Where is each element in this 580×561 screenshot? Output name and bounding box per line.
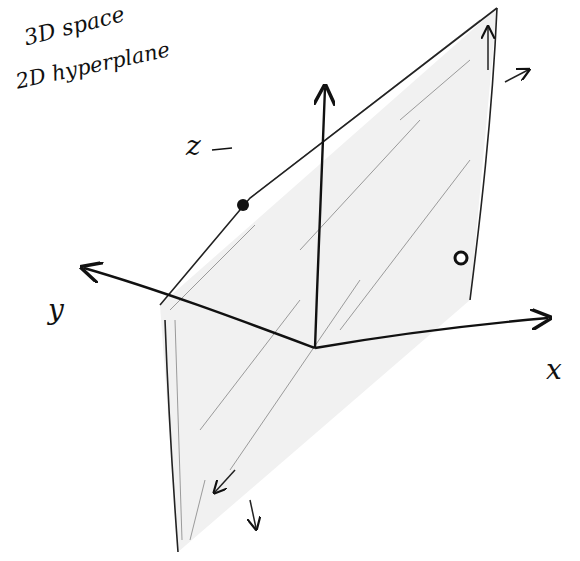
- coordinate-axes: [84, 88, 548, 348]
- space-label: 3D space: [22, 3, 127, 49]
- extension-arrows: [215, 28, 528, 528]
- data-point: [455, 252, 467, 264]
- axis-label: y: [48, 296, 64, 324]
- axis-label: z: [186, 132, 201, 160]
- hyperplane-hatching: [170, 20, 480, 540]
- z-tick: [212, 148, 232, 150]
- plane-label: 2D hyperplane: [14, 39, 172, 92]
- axis-label: x: [546, 356, 562, 384]
- data-point: [237, 199, 249, 211]
- hyperplane-fill: [160, 8, 497, 552]
- hyperplane-edges: [160, 8, 497, 552]
